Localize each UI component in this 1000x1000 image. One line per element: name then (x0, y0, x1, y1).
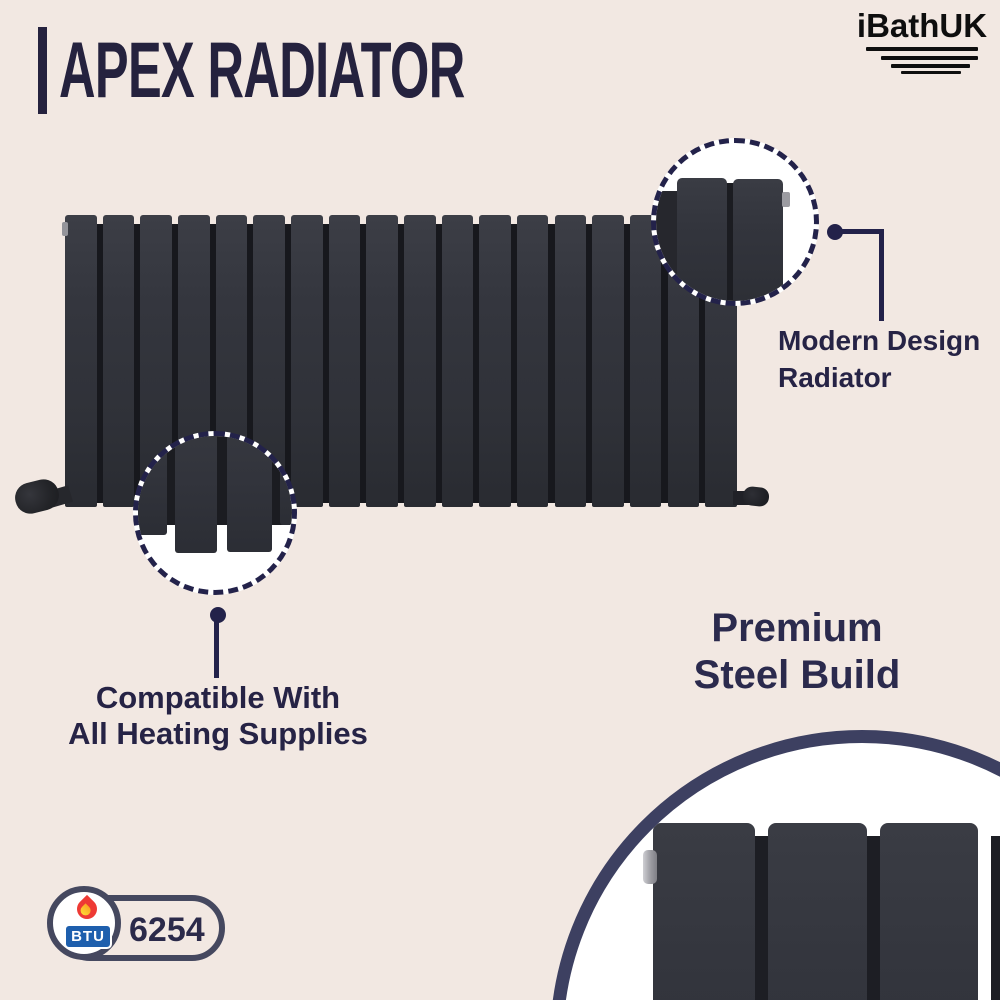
brand-lines-icon (866, 44, 978, 74)
brand-line (866, 47, 978, 51)
page-title: APEX RADIATOR (59, 25, 465, 114)
panel-closeup (733, 179, 783, 301)
flame-inner-icon (78, 903, 93, 918)
radiator-panel (65, 215, 97, 507)
brand-logo: iBathUK (857, 8, 987, 74)
radiator-panel (290, 215, 323, 507)
premium-steel-label: Premium Steel Build (656, 605, 938, 699)
radiator-back-layer (753, 836, 768, 1000)
steel-closeup-content (563, 743, 1000, 1000)
compatible-line1: Compatible With (95, 680, 341, 715)
panel-closeup (677, 178, 727, 301)
radiator-back-layer (866, 836, 881, 1000)
callout-top-corner-content (656, 143, 814, 301)
connector-line (214, 621, 219, 678)
radiator-panel (516, 215, 549, 507)
panel-closeup (880, 823, 978, 1000)
radiator-panel (479, 215, 511, 507)
modern-design-line1: Modern Design (778, 325, 981, 356)
bleed-valve-nub-icon (782, 192, 790, 207)
btu-unit-label: BTU (64, 924, 112, 949)
flame-icon (72, 894, 102, 924)
panel-closeup (653, 823, 755, 1000)
title-accent-bar (38, 27, 47, 114)
brand-line (881, 56, 978, 60)
radiator-panel (366, 215, 398, 507)
panel-gap (726, 183, 735, 301)
compatible-label: Compatible With All Heating Supplies (48, 680, 388, 752)
bleed-valve-icon (643, 850, 657, 884)
premium-line1: Premium (711, 606, 883, 650)
btu-badge: BTU 6254 (47, 886, 227, 964)
modern-design-line2: Radiator (778, 362, 892, 393)
panel-closeup (175, 436, 217, 553)
left-valve-icon (11, 476, 63, 517)
radiator-panel (328, 215, 361, 507)
btu-value: 6254 (129, 911, 205, 949)
radiator-back-layer (991, 836, 1000, 1000)
radiator-panel (102, 215, 135, 507)
compatible-line2: All Heating Supplies (68, 716, 368, 751)
callout-bottom-content (138, 436, 292, 590)
callout-bottom-detail (133, 431, 297, 595)
callout-top-corner-detail (651, 138, 819, 306)
btu-logo: BTU (47, 886, 121, 960)
steel-closeup-circle (550, 730, 1000, 1000)
radiator-panel (441, 215, 474, 507)
connector-line (841, 229, 884, 234)
brand-line (901, 71, 961, 74)
connector-line (879, 229, 884, 321)
panel-closeup (280, 436, 292, 525)
radiator-panel (592, 215, 624, 507)
radiator-panel (554, 215, 587, 507)
premium-line2: Steel Build (693, 653, 901, 697)
panel-closeup (768, 823, 867, 1000)
connector-dot (210, 607, 226, 623)
connector-dot (827, 224, 843, 240)
modern-design-label: Modern Design Radiator (778, 322, 980, 396)
brand-name: iBathUK (856, 7, 988, 44)
bleed-valve-nub-icon (62, 222, 68, 236)
panel-closeup (138, 436, 167, 535)
brand-line (891, 64, 970, 68)
radiator-panel (403, 215, 436, 507)
right-valve-icon (742, 485, 770, 508)
panel-closeup (227, 436, 272, 552)
